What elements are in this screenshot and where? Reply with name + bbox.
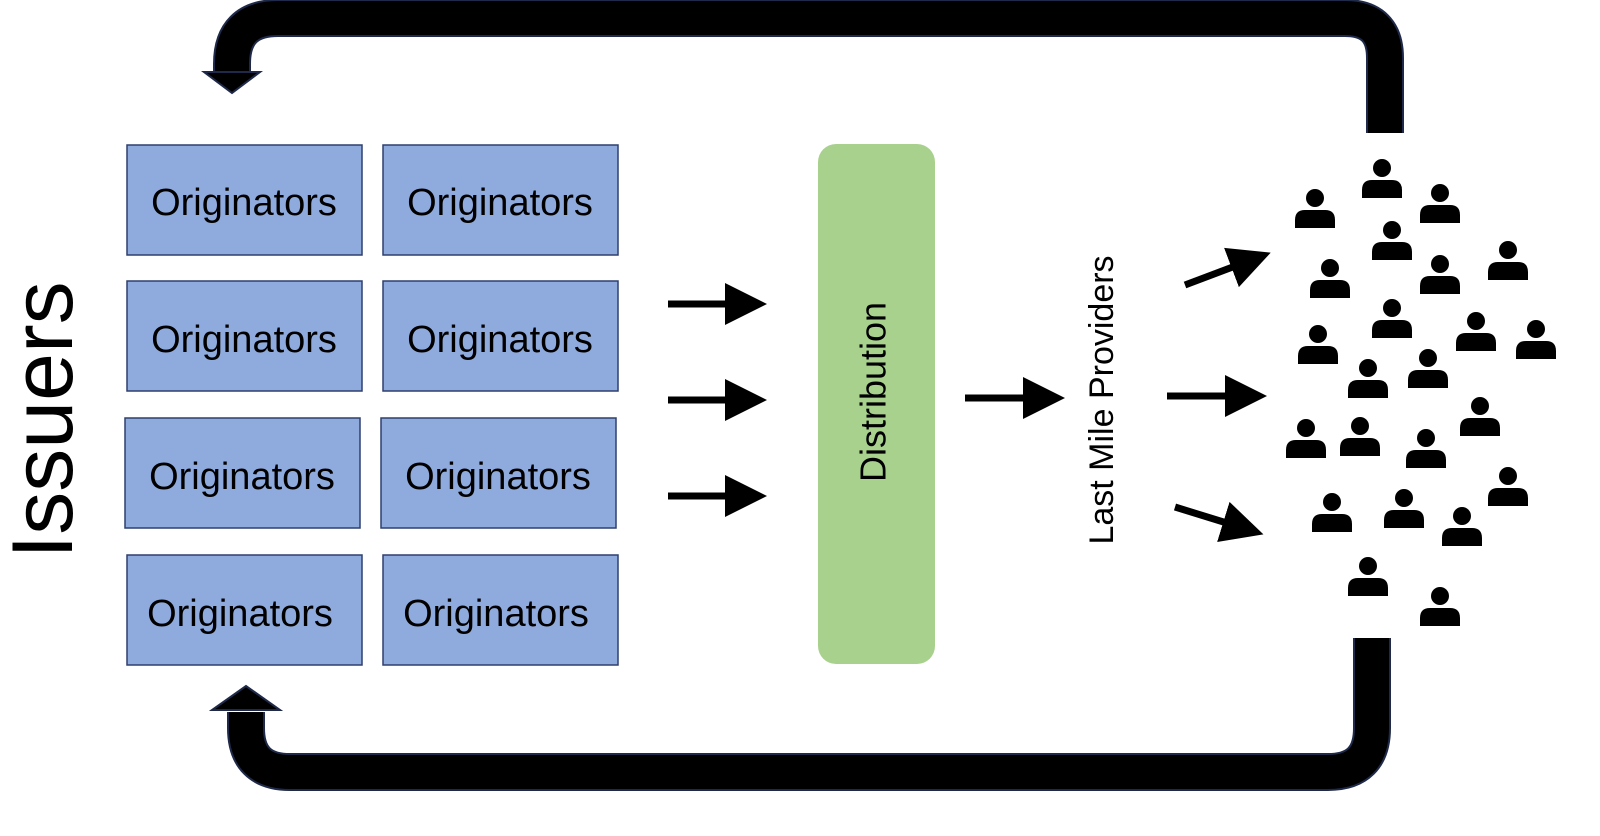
person-icon: [1286, 419, 1326, 458]
arrow-down-right-icon: [1173, 501, 1264, 542]
person-icon: [1298, 325, 1338, 364]
person-icon: [1408, 349, 1448, 388]
bottom-feedback-arrow: [208, 638, 1391, 791]
issuers-title: Issuers: [0, 281, 91, 558]
person-icon: [1420, 587, 1460, 626]
person-icon: [1460, 397, 1500, 436]
originator-box: Originators: [126, 144, 363, 256]
people-crowd: [1286, 159, 1556, 626]
person-icon: [1488, 467, 1528, 506]
person-icon: [1442, 507, 1482, 546]
originator-label: Originators: [151, 182, 337, 224]
originator-label: Originators: [151, 319, 337, 361]
person-icon: [1456, 312, 1496, 351]
person-icon: [1420, 255, 1460, 294]
distribution-box: Distribution: [818, 144, 935, 664]
person-icon: [1372, 221, 1412, 260]
originator-label: Originators: [403, 593, 589, 635]
arrow-up-right-icon: [1183, 247, 1271, 289]
person-icon: [1362, 159, 1402, 198]
person-icon: [1420, 184, 1460, 223]
originator-box: Originators: [382, 280, 619, 392]
originator-to-distribution-arrows: [668, 283, 767, 517]
person-icon: [1312, 493, 1352, 532]
originator-label: Originators: [407, 319, 593, 361]
person-icon: [1310, 259, 1350, 298]
person-icon: [1348, 359, 1388, 398]
originator-box: Originators: [126, 280, 363, 392]
originator-box: Originators: [380, 417, 617, 529]
person-icon: [1384, 489, 1424, 528]
originator-label: Originators: [407, 182, 593, 224]
person-icon: [1372, 299, 1412, 338]
originator-box: Originators: [382, 144, 619, 256]
originator-box: Originators: [382, 554, 619, 666]
person-icon: [1488, 241, 1528, 280]
last-mile-providers-label: Last Mile Providers: [1083, 255, 1121, 544]
last-mile-to-people-arrows: [1167, 247, 1271, 542]
originator-label: Originators: [149, 456, 335, 498]
originator-box: Originators: [124, 417, 361, 529]
person-icon: [1348, 557, 1388, 596]
originator-label: Originators: [405, 456, 591, 498]
distribution-label: Distribution: [853, 302, 894, 482]
person-icon: [1516, 320, 1556, 359]
person-icon: [1295, 189, 1335, 228]
person-icon: [1406, 429, 1446, 468]
originator-label: Originators: [147, 593, 333, 635]
originator-grid: Originators Originators Originators Orig…: [124, 144, 619, 666]
originator-box: Originators: [126, 554, 363, 666]
person-icon: [1340, 417, 1380, 456]
top-feedback-arrow: [201, 0, 1404, 133]
